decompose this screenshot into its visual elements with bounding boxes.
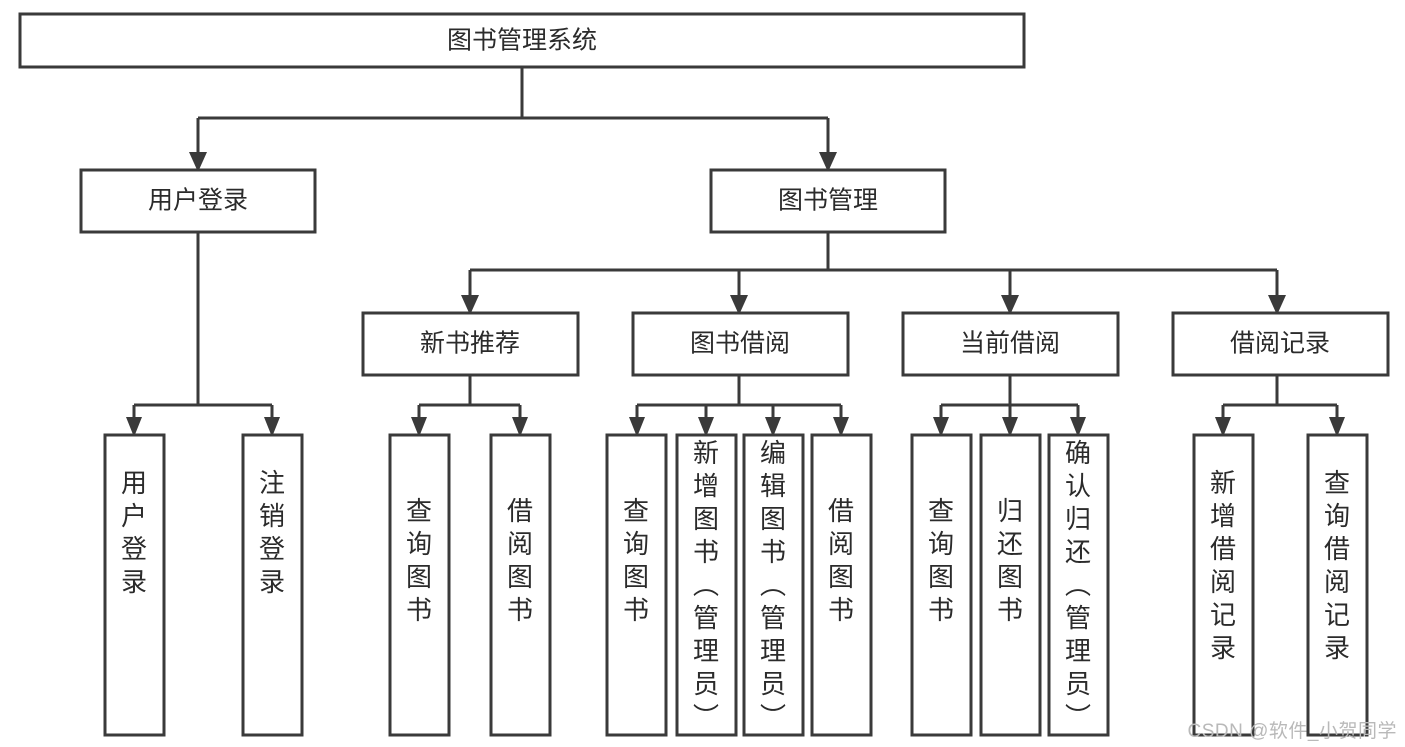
node-root-label: 图书管理系统 (447, 27, 597, 55)
arrowhead-current-leaf-1 (933, 417, 949, 437)
leaf-book-borrow-1[interactable]: 查询图书 (605, 433, 668, 737)
node-borrow-record[interactable]: 借阅记录 (1171, 311, 1390, 377)
node-book-manage[interactable]: 图书管理 (709, 168, 947, 234)
leaf-borrow-record-2-label: 查询借阅记录 (1324, 468, 1350, 663)
arrowhead-user-login (189, 152, 207, 172)
leaf-user-login-1-rect[interactable] (103, 433, 166, 737)
leaf-borrow-record-1[interactable]: 新增借阅记录 (1192, 433, 1255, 737)
leaf-user-login-2-rect[interactable] (241, 433, 304, 737)
leaf-user-login-2[interactable]: 注销登录 (241, 433, 304, 737)
node-borrow-record-rect[interactable] (1171, 311, 1390, 377)
leaf-book-borrow-4[interactable]: 借阅图书 (810, 433, 873, 737)
node-user-login-label: 用户登录 (148, 187, 248, 215)
leaf-new-book-1-rect[interactable] (388, 433, 451, 737)
leaf-new-book-1-label: 查询图书 (406, 496, 432, 625)
leaf-current-borrow-1[interactable]: 查询图书 (910, 433, 973, 737)
arrowhead-new-book (461, 295, 479, 315)
node-current-borrow[interactable]: 当前借阅 (901, 311, 1120, 377)
leaf-book-borrow-3[interactable]: 编辑图书︵管理员︶ (742, 433, 805, 737)
leaf-current-borrow-3-label: 确认归还︵管理员︶ (1065, 438, 1091, 732)
leaf-current-borrow-3[interactable]: 确认归还︵管理员︶ (1047, 433, 1110, 737)
arrowhead-borrow-leaf-1 (629, 417, 645, 437)
node-borrow-record-label: 借阅记录 (1230, 330, 1330, 358)
node-root[interactable]: 图书管理系统 (18, 12, 1026, 69)
leaf-current-borrow-2[interactable]: 归还图书 (979, 433, 1042, 737)
arrowhead-newbook-leaf-2 (512, 417, 528, 437)
leaf-book-borrow-1-label: 查询图书 (623, 496, 649, 625)
node-book-borrow-rect[interactable] (631, 311, 850, 377)
node-new-book-recommend-rect[interactable] (361, 311, 580, 377)
arrowhead-borrow-leaf-3 (765, 417, 781, 437)
node-book-borrow[interactable]: 图书借阅 (631, 311, 850, 377)
leaf-current-borrow-2-rect[interactable] (979, 433, 1042, 737)
leaf-user-login-1-label: 用户登录 (121, 468, 147, 597)
leaf-current-borrow-1-rect[interactable] (910, 433, 973, 737)
arrowhead-current-leaf-2 (1002, 417, 1018, 437)
arrowhead-current-borrow (1001, 295, 1019, 315)
node-current-borrow-label: 当前借阅 (960, 330, 1060, 358)
leaf-new-book-2[interactable]: 借阅图书 (489, 433, 552, 737)
leaf-new-book-2-rect[interactable] (489, 433, 552, 737)
arrowhead-borrow-leaf-2 (698, 417, 714, 437)
node-root-rect[interactable] (18, 12, 1026, 69)
leaf-book-borrow-4-rect[interactable] (810, 433, 873, 737)
leaf-book-borrow-4-label: 借阅图书 (828, 496, 854, 625)
leaf-new-book-2-label: 借阅图书 (507, 496, 533, 625)
arrowhead-current-leaf-3 (1070, 417, 1086, 437)
node-new-book-recommend[interactable]: 新书推荐 (361, 311, 580, 377)
leaf-current-borrow-3-rect[interactable] (1047, 433, 1110, 737)
arrowhead-user-leaf-2 (264, 417, 280, 437)
arrowhead-record-leaf-1 (1215, 417, 1231, 437)
leaf-borrow-record-1-rect[interactable] (1192, 433, 1255, 737)
leaf-borrow-record-1-label: 新增借阅记录 (1210, 468, 1236, 663)
arrowhead-record-leaf-2 (1329, 417, 1345, 437)
leaf-book-borrow-2-rect[interactable] (675, 433, 738, 737)
leaf-current-borrow-2-label: 归还图书 (997, 496, 1023, 625)
arrowhead-book-borrow (730, 295, 748, 315)
node-user-login-rect[interactable] (79, 168, 317, 234)
arrowhead-user-leaf-1 (126, 417, 142, 437)
leaf-current-borrow-1-label: 查询图书 (928, 496, 954, 625)
node-user-login[interactable]: 用户登录 (79, 168, 317, 234)
leaf-book-borrow-2-label: 新增图书︵管理员︶ (693, 438, 719, 732)
node-new-book-recommend-label: 新书推荐 (420, 330, 520, 358)
arrowhead-newbook-leaf-1 (411, 417, 427, 437)
leaf-book-borrow-3-label: 编辑图书︵管理员︶ (760, 438, 786, 732)
node-book-manage-rect[interactable] (709, 168, 947, 234)
leaf-book-borrow-3-rect[interactable] (742, 433, 805, 737)
leaf-user-login-2-label: 注销登录 (259, 468, 285, 597)
leaf-borrow-record-2[interactable]: 查询借阅记录 (1306, 433, 1369, 737)
leaf-book-borrow-2[interactable]: 新增图书︵管理员︶ (675, 433, 738, 737)
connector-group (126, 67, 1345, 437)
leaf-new-book-1[interactable]: 查询图书 (388, 433, 451, 737)
leaf-borrow-record-2-rect[interactable] (1306, 433, 1369, 737)
arrowhead-book-manage (819, 152, 837, 172)
leaf-user-login-1[interactable]: 用户登录 (103, 433, 166, 737)
node-book-manage-label: 图书管理 (778, 187, 878, 215)
leaf-book-borrow-1-rect[interactable] (605, 433, 668, 737)
arrowhead-borrow-leaf-4 (833, 417, 849, 437)
node-book-borrow-label: 图书借阅 (690, 330, 790, 358)
node-current-borrow-rect[interactable] (901, 311, 1120, 377)
arrowhead-borrow-record (1268, 295, 1286, 315)
